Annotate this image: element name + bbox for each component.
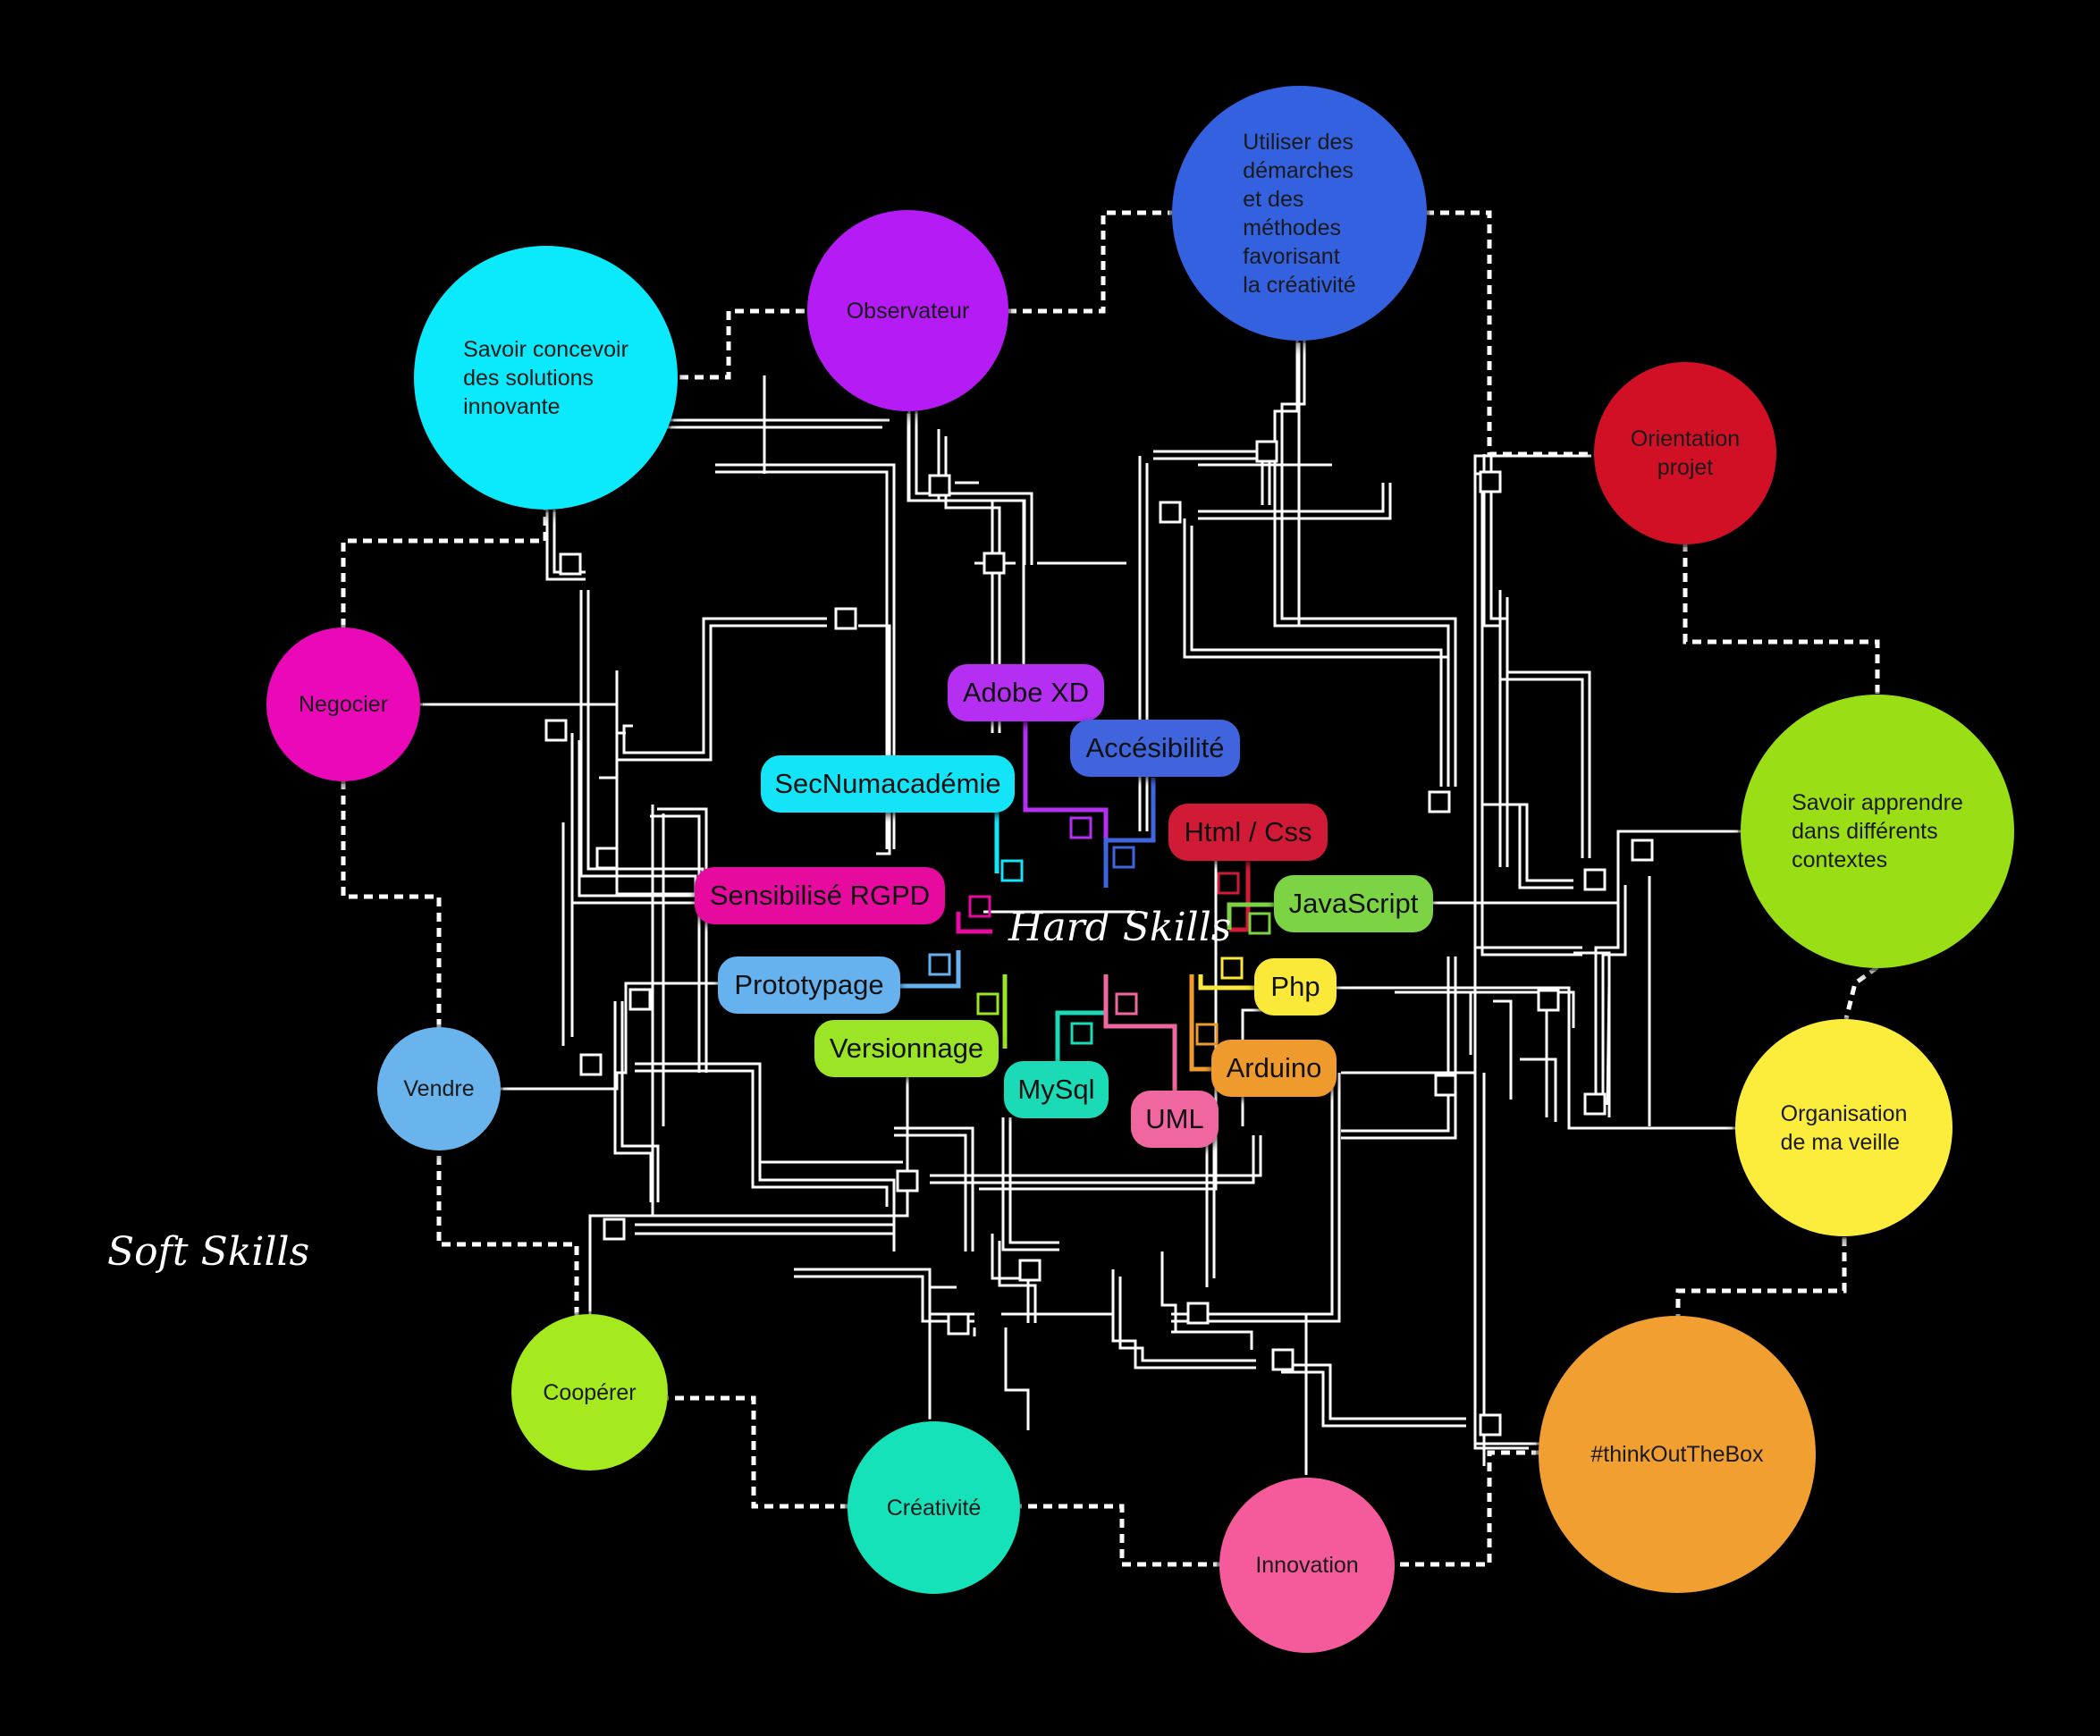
hard-skill-label: Adobe XD: [962, 677, 1090, 708]
hard-skill-label: Arduino: [1226, 1052, 1322, 1083]
soft-skill-negocier: Negocier: [266, 628, 420, 781]
hard-skill-adobe-xd: Adobe XD: [948, 664, 1104, 721]
solid-links: [418, 342, 1741, 1475]
hard-skill-label: MySql: [1017, 1074, 1095, 1105]
hard-skill-label: Html / Css: [1184, 816, 1312, 847]
hard-skill-secnumacademie: SecNumacadémie: [761, 755, 1015, 813]
soft-skill-label: Vendre: [403, 1076, 475, 1101]
soft-skill-dashed-links: [341, 210, 1880, 1567]
soft-skill-utiliser-demarches: Utiliser des démarches et des méthodes f…: [1172, 86, 1427, 341]
hard-skill-label: JavaScript: [1288, 888, 1419, 919]
soft-skill-orientation-projet: Orientation projet: [1594, 362, 1776, 544]
soft-skill-cooperer: Coopérer: [511, 1314, 668, 1471]
soft-skill-organisation-veille: Organisation de ma veille: [1735, 1019, 1952, 1236]
hard-skill-javascript: JavaScript: [1274, 875, 1433, 932]
hard-skill-arduino: Arduino: [1211, 1040, 1337, 1097]
soft-skill-label: Innovation: [1255, 1553, 1359, 1578]
soft-skill-savoir-apprendre: Savoir apprendre dans différents context…: [1741, 695, 2014, 968]
hard-skill-squares: [928, 816, 1271, 1046]
soft-skills-title: Soft Skills: [107, 1229, 310, 1275]
hard-skill-versionnage: Versionnage: [814, 1020, 999, 1077]
soft-skill-label: Orientation projet: [1630, 426, 1741, 480]
hard-skill-accessibilite: Accésibilité: [1070, 720, 1240, 777]
hard-skill-leads: [900, 721, 1278, 1100]
soft-skill-label: Negocier: [298, 692, 389, 717]
hard-skill-uml: UML: [1131, 1091, 1219, 1148]
hard-skill-label: UML: [1145, 1103, 1204, 1134]
soft-skill-label: Coopérer: [543, 1379, 637, 1405]
junction-squares: [544, 440, 1654, 1437]
soft-skill-label: #thinkOutTheBox: [1590, 1442, 1764, 1467]
hard-skill-mysql: MySql: [1004, 1061, 1109, 1118]
soft-skill-vendre: Vendre: [377, 1027, 501, 1150]
soft-skill-label: Créativité: [886, 1495, 982, 1521]
hard-skill-label: Php: [1270, 971, 1320, 1002]
hard-skills-title: Hard Skills: [1008, 905, 1232, 950]
hard-skill-label: SecNumacadémie: [774, 768, 1001, 799]
soft-skill-savoir-concevoir: Savoir concevoir des solutions innovante: [414, 246, 678, 510]
soft-skill-label: Utiliser des démarches et des méthodes f…: [1243, 129, 1356, 298]
hard-skill-label: Sensibilisé RGPD: [709, 880, 931, 911]
soft-skill-innovation: Innovation: [1219, 1478, 1395, 1653]
soft-skill-label: Savoir apprendre dans différents context…: [1792, 790, 1963, 872]
soft-skill-label: Savoir concevoir des solutions innovante: [463, 336, 628, 419]
soft-skill-label: Observateur: [846, 298, 970, 324]
hard-skill-php: Php: [1254, 958, 1337, 1015]
soft-skill-label: Organisation de ma veille: [1780, 1100, 1908, 1155]
soft-skill-observateur: Observateur: [807, 210, 1008, 411]
hard-skill-sensibilise-rgpd: Sensibilisé RGPD: [695, 867, 945, 924]
soft-skill-think-out-the-box: #thinkOutTheBox: [1539, 1316, 1816, 1593]
hard-skill-prototypage: Prototypage: [718, 956, 900, 1014]
soft-skill-creativite: Créativité: [848, 1421, 1020, 1594]
hard-skill-label: Accésibilité: [1085, 732, 1225, 763]
hard-skill-label: Versionnage: [829, 1032, 984, 1064]
hard-skill-label: Prototypage: [734, 969, 884, 1000]
hard-skill-html-css: Html / Css: [1168, 804, 1328, 861]
